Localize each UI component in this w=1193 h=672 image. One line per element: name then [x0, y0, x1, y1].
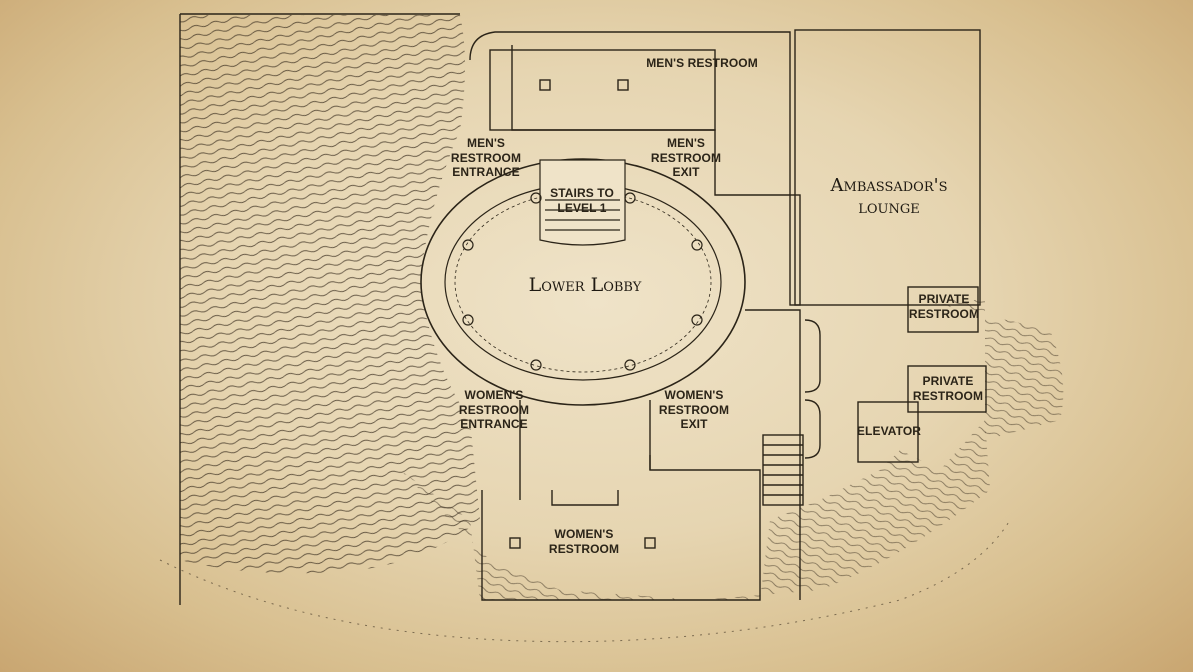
- womens-restroom-label: WOMEN'S RESTROOM: [548, 527, 620, 556]
- scribbled-hatching: [159, 15, 1064, 643]
- private-restroom-label-2: PRIVATE RESTROOM: [912, 374, 984, 403]
- ambassadors-lounge-label: Ambassador's lounge: [830, 175, 948, 218]
- stairs-label: STAIRS TO LEVEL 1: [550, 186, 614, 215]
- lower-lobby-label: Lower Lobby: [528, 274, 642, 296]
- elevator-label: ELEVATOR: [856, 424, 922, 438]
- stairs-drawing: [539, 159, 626, 246]
- womens-restroom-exit-label: WOMEN'S RESTROOM EXIT: [658, 388, 730, 431]
- womens-restroom-entrance-label: WOMEN'S RESTROOM ENTRANCE: [458, 388, 530, 431]
- mens-restroom-label: MEN'S RESTROOM: [646, 56, 758, 70]
- mens-restroom-entrance-label: MEN'S RESTROOM ENTRANCE: [450, 136, 522, 179]
- private-restroom-label-1: PRIVATE RESTROOM: [908, 292, 980, 321]
- mens-restroom-exit-label: MEN'S RESTROOM EXIT: [650, 136, 722, 179]
- columns: [462, 192, 703, 371]
- wall-lines: [179, 13, 987, 605]
